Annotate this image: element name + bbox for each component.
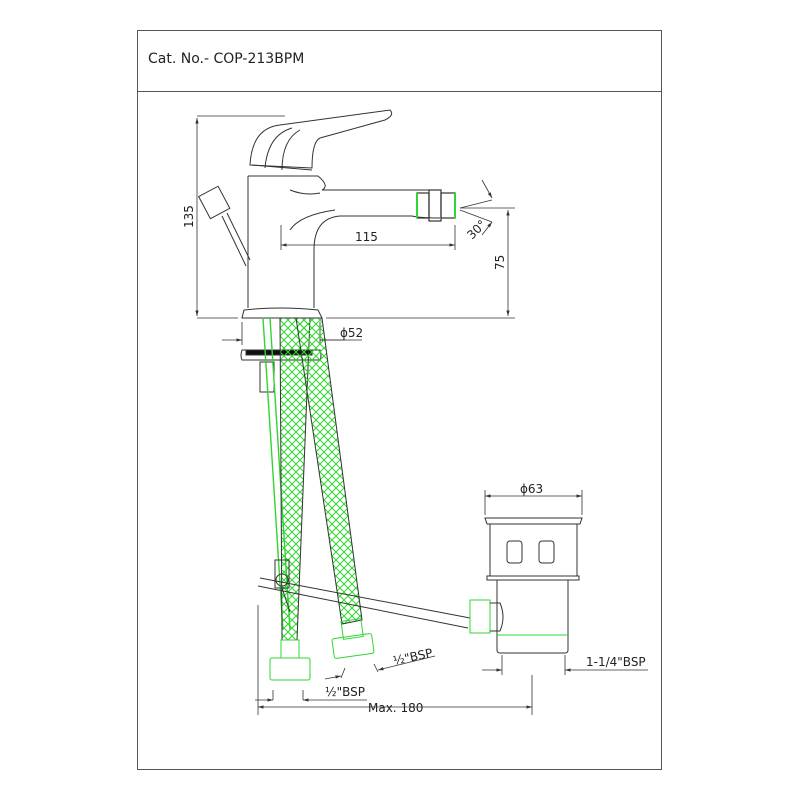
supply-hoses xyxy=(262,317,375,681)
dim-height-total: 135 xyxy=(182,205,196,228)
dim-spray-angle: 30° xyxy=(464,217,489,242)
dim-hose-thread-1: ½"BSP xyxy=(325,685,365,699)
pop-up-lever xyxy=(197,185,251,267)
drawing-frame: Cat. No.- COP-213BPM xyxy=(137,30,662,770)
title-block: Cat. No.- COP-213BPM xyxy=(138,31,661,92)
faucet-body xyxy=(247,175,441,308)
aerator xyxy=(416,189,456,222)
dim-base-diameter: ϕ52 xyxy=(340,326,363,340)
dim-spout-reach: 115 xyxy=(355,230,378,244)
catalog-number: Cat. No.- COP-213BPM xyxy=(148,51,305,67)
dim-waste-thread: 1-1/4"BSP xyxy=(586,655,646,669)
dim-spout-height: 75 xyxy=(493,255,507,270)
dim-max-length: Max. 180 xyxy=(368,701,423,715)
dim-waste-diameter: ϕ63 xyxy=(520,482,543,496)
dimension-lines xyxy=(195,115,648,715)
pop-up-rod xyxy=(257,559,471,629)
dim-hose-thread-2: ½"BSP xyxy=(392,646,434,668)
faucet-handle xyxy=(249,109,393,171)
waste-fitting xyxy=(469,517,583,654)
